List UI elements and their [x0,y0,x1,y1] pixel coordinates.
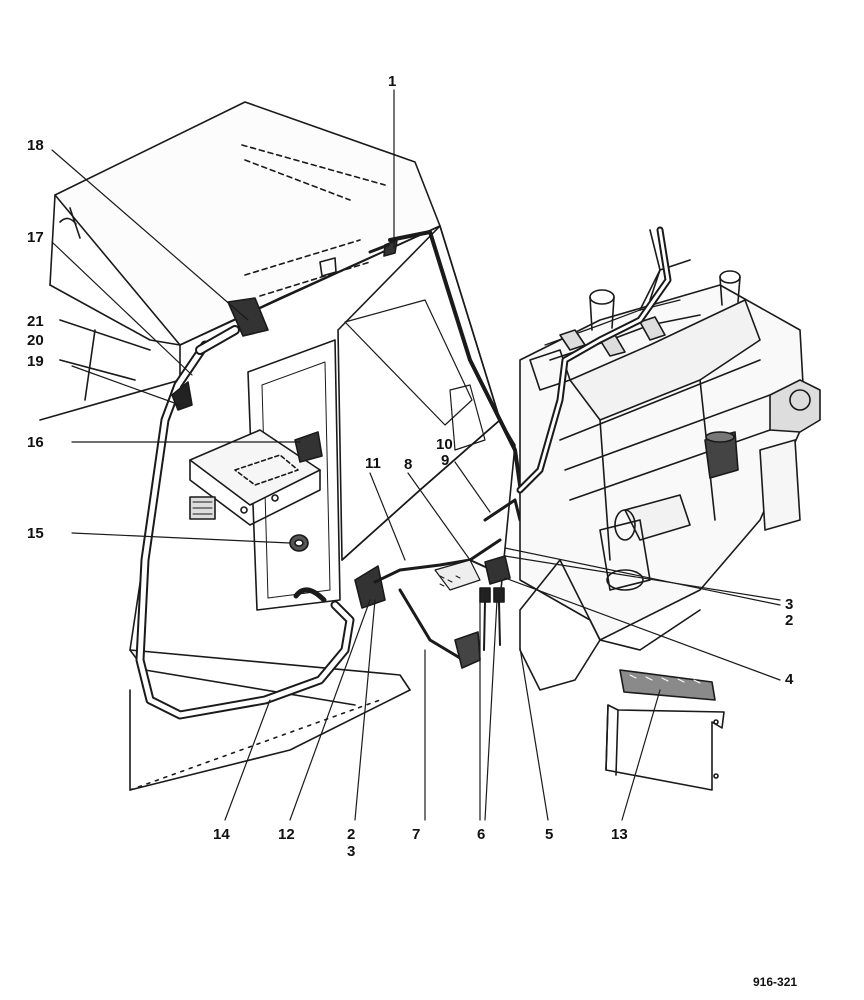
fuel-filter [704,379,821,479]
callout-4: 4 [785,671,794,688]
cab-front-window-frame [337,225,501,561]
callout-5: 5 [545,826,554,843]
callout-2-bottom: 2 [347,826,356,843]
callout-15: 15 [27,525,44,542]
callout-3-right: 3 [785,596,794,613]
grommet-15 [289,534,309,552]
engine-block [519,270,806,641]
callout-18: 18 [27,137,44,154]
roof-vent-18 [227,297,269,337]
callout-8: 8 [404,456,413,473]
callout-11: 11 [365,455,381,472]
heater-unit [189,429,323,526]
figure-reference-number: 916-321 [753,975,798,989]
callout-12: 12 [278,826,295,843]
insulation-strip-13 [619,669,716,701]
heater-hose-loop [135,325,355,720]
engine-hose-to-cab [516,226,672,494]
callout-20: 20 [27,332,44,349]
callout-10: 10 [436,436,453,453]
cab-side-window [247,339,341,611]
callout-17: 17 [27,229,44,246]
callout-21: 21 [27,313,44,330]
callout-14: 14 [213,826,230,843]
callout-19: 19 [27,353,44,370]
callout-16: 16 [27,434,44,451]
callout-3-bottom: 3 [347,843,356,860]
callout-13: 13 [611,826,628,843]
callout-2-right: 2 [785,612,794,629]
heater-valve-4-5 [454,555,511,669]
callout-9: 9 [441,452,450,469]
callout-1: 1 [388,73,397,90]
mounting-bracket-13 [605,704,725,791]
hose-connector-12 [293,565,386,609]
starter-motor [599,439,801,591]
callout-6: 6 [477,826,486,843]
roof-hose [368,230,527,522]
leader-lines [51,89,781,821]
callout-7: 7 [412,826,421,843]
